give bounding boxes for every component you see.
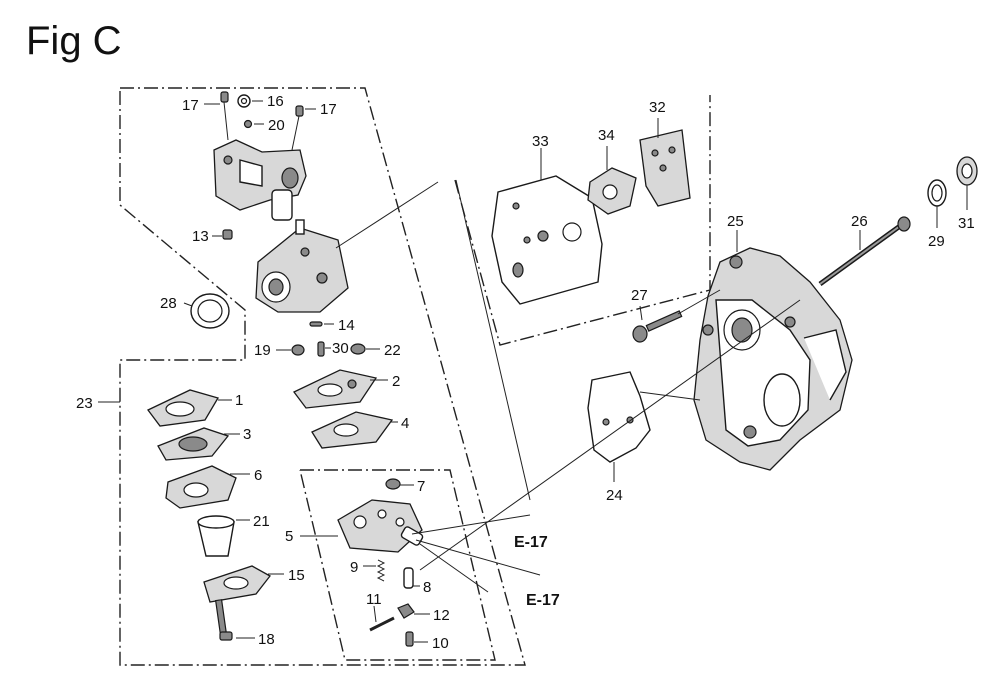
callout-7: 7: [417, 478, 425, 495]
callout-31: 31: [958, 215, 975, 232]
callout-25: 25: [727, 213, 744, 230]
callout-4: 4: [401, 415, 409, 432]
washer-31: [956, 156, 978, 186]
callout-29: 29: [928, 233, 945, 250]
callout-27: 27: [631, 287, 648, 304]
callout-12: 12: [433, 607, 450, 624]
diaphragm-3: [157, 427, 230, 461]
callout-17-left: 17: [182, 97, 199, 114]
callout-21: 21: [253, 513, 270, 530]
ref-e17-lower: E-17: [526, 592, 560, 609]
callout-9: 9: [350, 559, 358, 576]
callout-6: 6: [254, 467, 262, 484]
callout-23: 23: [76, 395, 93, 412]
callout-30: 30: [332, 340, 349, 357]
insulator-34: [587, 167, 637, 215]
callout-20: 20: [268, 117, 285, 134]
callout-8: 8: [423, 579, 431, 596]
carburetor-group-boundary: [119, 87, 526, 666]
callout-26: 26: [851, 213, 868, 230]
gasket-1: [147, 389, 219, 427]
gasket-4: [311, 411, 394, 449]
pin-11: [369, 616, 395, 632]
bolt-18: [214, 599, 233, 641]
spring-30: [317, 341, 325, 357]
nut-22: [350, 343, 366, 355]
screw-19: [291, 344, 305, 356]
pump-body-5: [337, 499, 424, 553]
callout-5: 5: [285, 528, 293, 545]
callout-10: 10: [432, 635, 449, 652]
washer-29: [927, 179, 947, 207]
leader-lines: [98, 100, 968, 643]
callout-32: 32: [649, 99, 666, 116]
carburetor-top-body: [213, 139, 307, 221]
gasket-24: [587, 371, 651, 463]
callout-labels: 17 16 20 17 13 28 14 19 30 22 23 1 3 6 2…: [76, 93, 975, 652]
callout-17-right: 17: [320, 101, 337, 118]
jet-13: [222, 229, 233, 240]
ref-e17-upper: E-17: [514, 534, 548, 551]
callout-22: 22: [384, 342, 401, 359]
bolt-26: [818, 216, 911, 287]
gasket-group-boundary: [454, 95, 711, 346]
cover-6: [165, 465, 237, 509]
valve-8: [403, 567, 414, 589]
screw-17-left: [220, 91, 229, 141]
spring-9: [376, 559, 386, 582]
gasket-28: [190, 293, 230, 329]
filter-cup-21: [197, 515, 235, 557]
callout-3: 3: [243, 426, 251, 443]
callout-14: 14: [338, 317, 355, 334]
pump-subgroup-boundary: [299, 469, 496, 661]
screw-17-right: [291, 105, 304, 151]
clip-12: [397, 603, 415, 619]
pin-14: [309, 321, 323, 327]
bolt-27: [632, 310, 683, 343]
callout-1: 1: [235, 392, 243, 409]
callout-33: 33: [532, 133, 549, 150]
callout-34: 34: [598, 127, 615, 144]
callout-2: 2: [392, 373, 400, 390]
callout-16: 16: [267, 93, 284, 110]
callout-28: 28: [160, 295, 177, 312]
callout-18: 18: [258, 631, 275, 648]
callout-13: 13: [192, 228, 209, 245]
oring-20: [243, 119, 253, 129]
gasket-2: [293, 369, 378, 409]
cap-7: [385, 478, 401, 490]
figure-title: Fig C: [26, 19, 122, 63]
callout-24: 24: [606, 487, 623, 504]
gasket-33: [491, 175, 603, 305]
screw-10: [405, 631, 414, 647]
intake-manifold-25: [693, 247, 853, 471]
callout-15: 15: [288, 567, 305, 584]
washer-16: [237, 94, 251, 108]
carburetor-main-body: [255, 219, 349, 313]
plate-15: [203, 565, 271, 603]
callout-11: 11: [366, 591, 382, 608]
callout-19: 19: [254, 342, 271, 359]
plate-32: [639, 129, 691, 207]
